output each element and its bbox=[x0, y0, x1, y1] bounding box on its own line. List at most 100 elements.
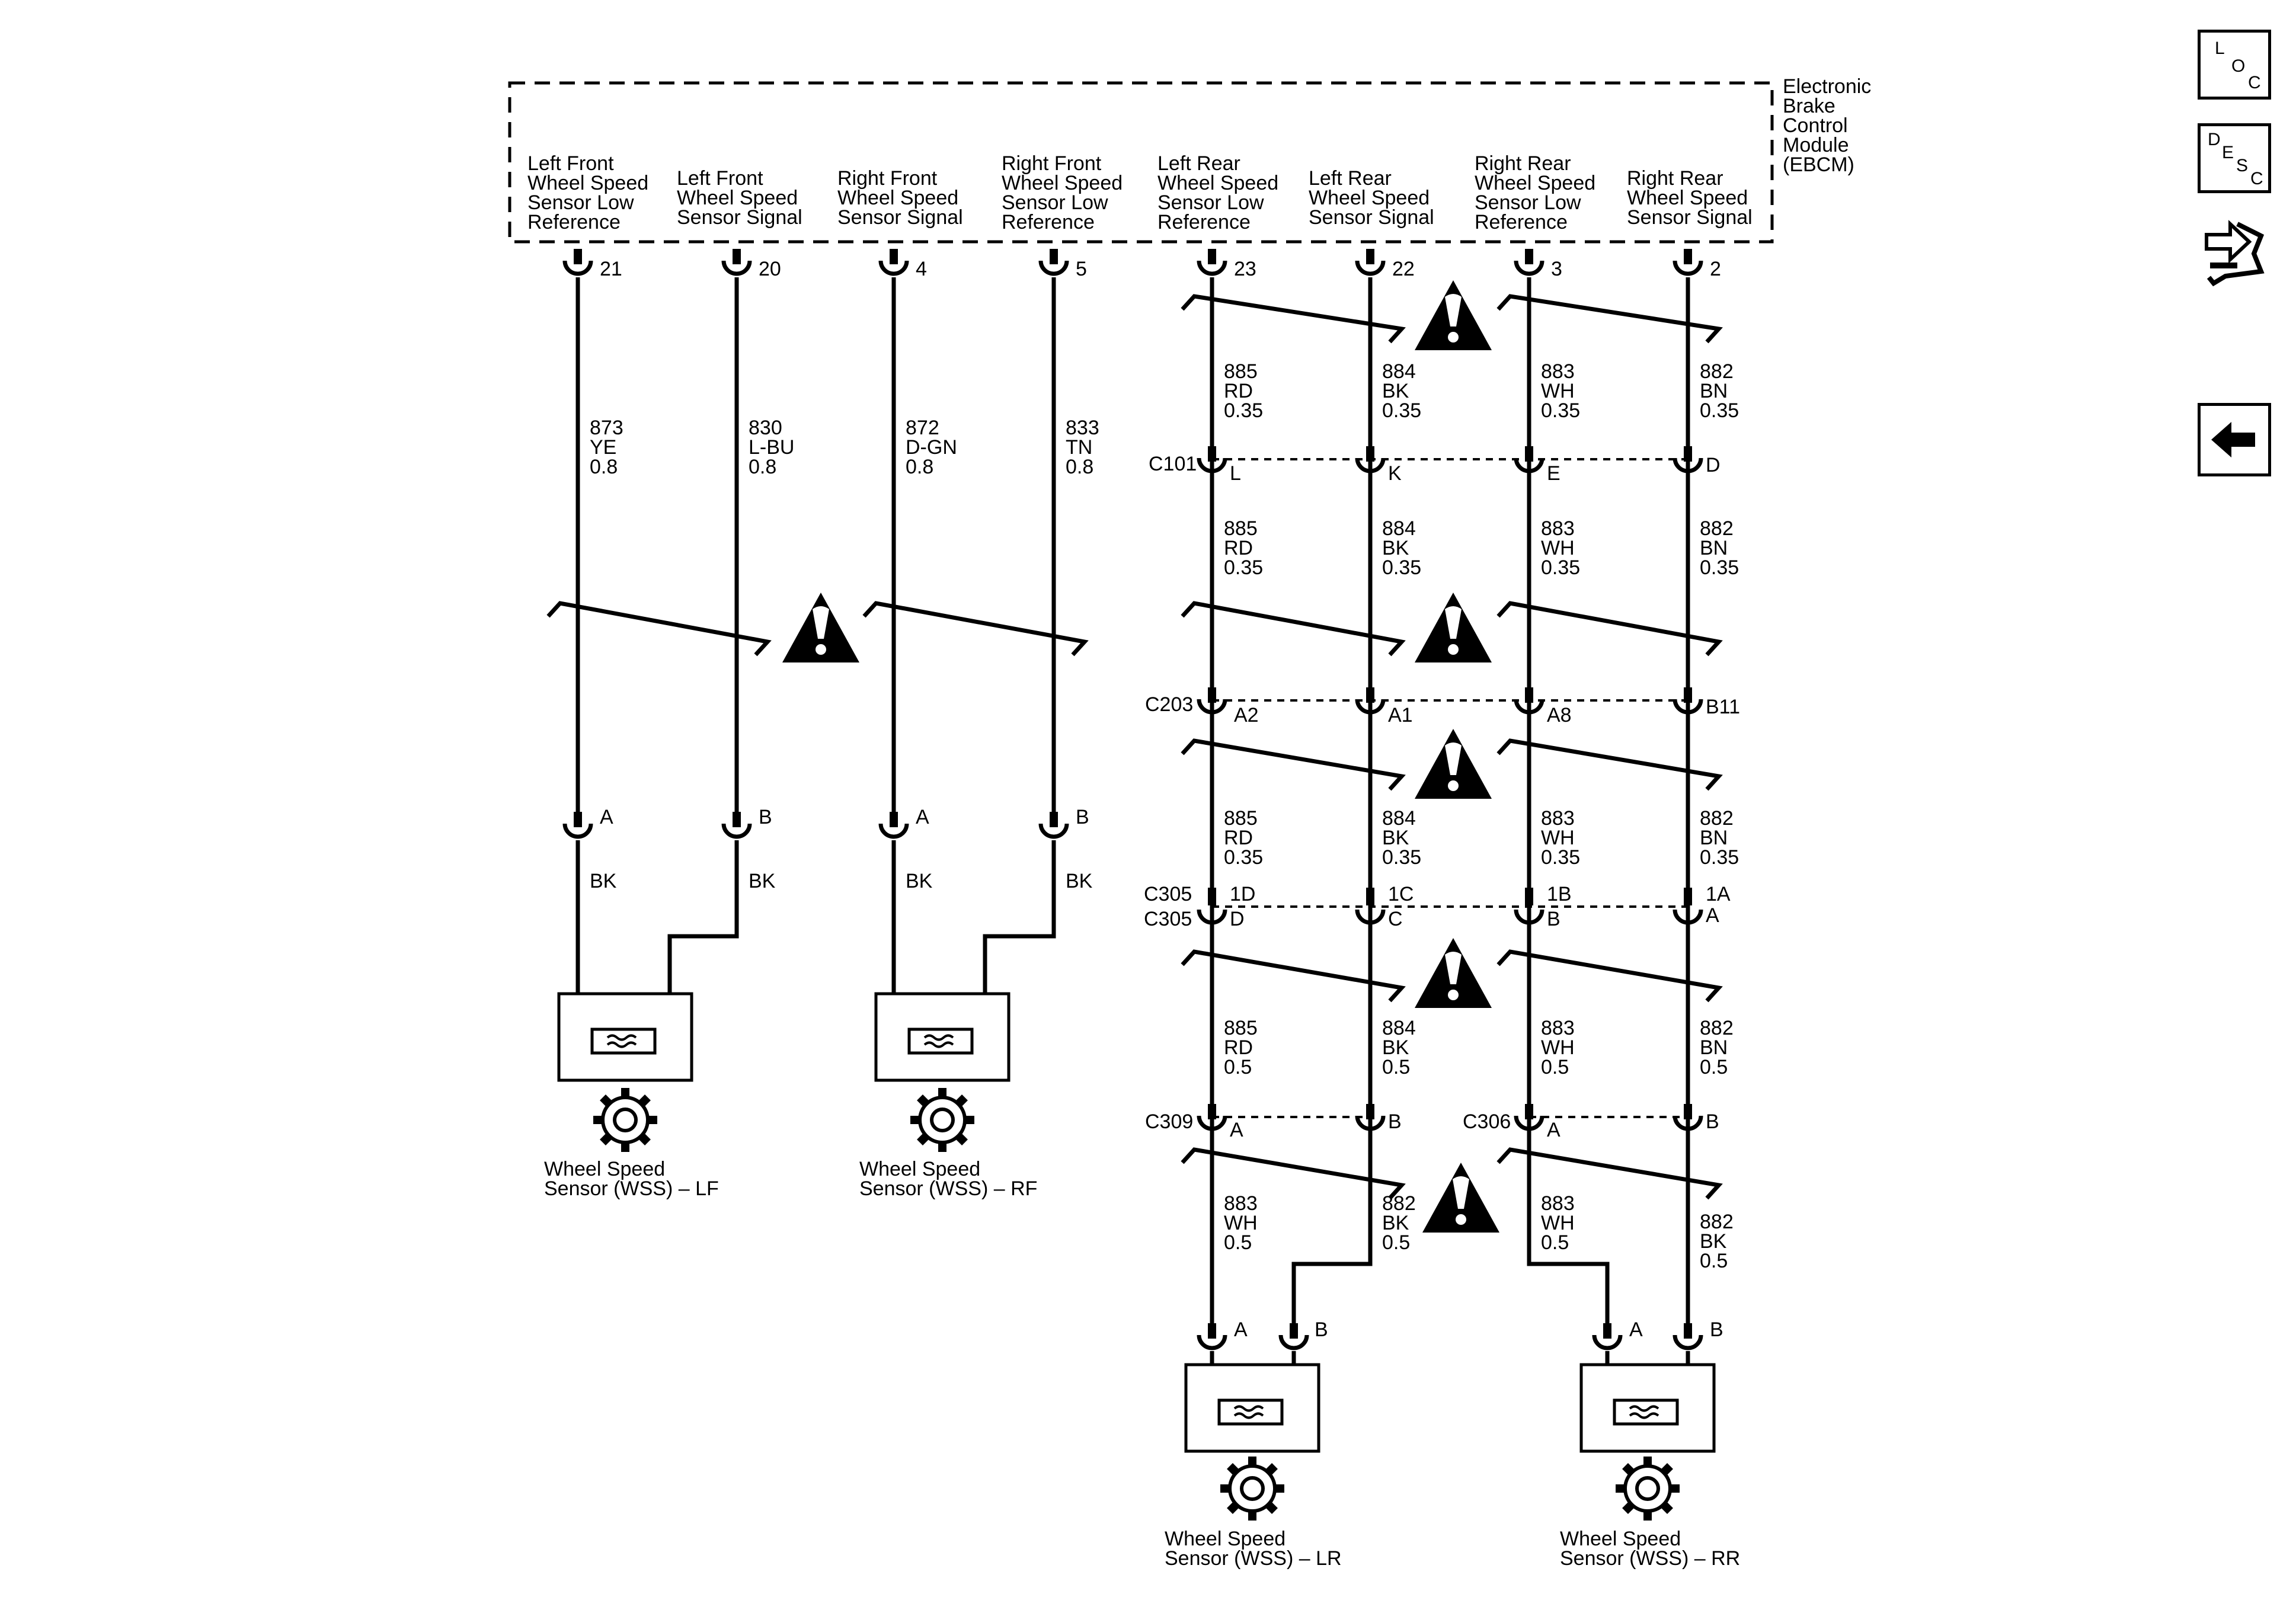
ebcm-pin-label-lf-low-ref: Left Front Wheel Speed Sensor Low Refere… bbox=[527, 152, 654, 233]
connector-pin: A8 bbox=[1547, 704, 1572, 726]
warning-icon bbox=[782, 593, 859, 662]
sensor-pin: B bbox=[759, 806, 772, 828]
connector-pin: D bbox=[1230, 908, 1245, 930]
ebcm-pin-label-rf-low-ref: Right Front Wheel Speed Sensor Low Refer… bbox=[1002, 152, 1128, 233]
connector-pin: A2 bbox=[1234, 704, 1259, 726]
connector-pin: A bbox=[1547, 1119, 1560, 1141]
warning-icon bbox=[1415, 593, 1492, 662]
circuit-label: 833 TN 0.8 bbox=[1066, 417, 1105, 478]
desc-label-c: C bbox=[2250, 169, 2263, 188]
sensor-body-rr bbox=[1581, 1365, 1714, 1451]
pigtail-color: BK bbox=[906, 870, 933, 892]
desc-label-e: E bbox=[2222, 143, 2234, 162]
back-button[interactable] bbox=[2198, 403, 2271, 476]
connector-pin: B bbox=[1706, 1110, 1719, 1133]
ebcm-pin-label-rr-signal: Right Rear Wheel Speed Sensor Signal bbox=[1627, 167, 1754, 229]
connector-name: C305 bbox=[1144, 908, 1192, 930]
warning-icon bbox=[1415, 729, 1492, 799]
sensor-pin: B bbox=[1315, 1318, 1328, 1341]
loc-label-l: L bbox=[2215, 39, 2225, 58]
pigtail-color: BK bbox=[590, 870, 617, 892]
connector-pin: E bbox=[1547, 462, 1560, 485]
connector-name: C309 bbox=[1145, 1110, 1193, 1133]
connector-pin: B bbox=[1547, 908, 1560, 930]
ebcm-pin-label-lf-signal: Left Front Wheel Speed Sensor Signal bbox=[677, 167, 804, 229]
gear-icon bbox=[1220, 1457, 1284, 1521]
circuit-label: 873 YE 0.8 bbox=[590, 417, 629, 478]
rear-wires bbox=[1181, 277, 1723, 1333]
ebcm-pin-number: 22 bbox=[1392, 258, 1415, 280]
front-wires bbox=[546, 277, 1089, 822]
connector-name: C306 bbox=[1463, 1110, 1511, 1133]
pigtail-color: BK bbox=[749, 870, 776, 892]
connector-pin: 1B bbox=[1547, 883, 1572, 905]
connector-pin: A1 bbox=[1388, 704, 1413, 726]
connector-pin: K bbox=[1388, 462, 1402, 485]
desc-button[interactable]: D E S C bbox=[2198, 123, 2271, 193]
connector-pin: D bbox=[1706, 454, 1721, 476]
connector-pin: C bbox=[1388, 908, 1403, 930]
loc-button[interactable]: L O C bbox=[2198, 30, 2271, 100]
sensor-body-rf bbox=[876, 994, 1009, 1080]
gear-icon bbox=[1616, 1457, 1680, 1521]
warning-icon bbox=[1415, 280, 1492, 350]
desc-label-s: S bbox=[2236, 156, 2249, 175]
connector-end-view-icon[interactable] bbox=[2202, 212, 2267, 295]
sensor-label-rr: Wheel Speed Sensor (WSS) – RR bbox=[1560, 1528, 1740, 1570]
connector-pin: 1D bbox=[1230, 883, 1255, 905]
sensor-pin: B bbox=[1710, 1318, 1723, 1341]
loc-label-c: C bbox=[2248, 73, 2261, 92]
back-arrow-icon bbox=[2211, 422, 2255, 457]
sensor-pin: A bbox=[1629, 1318, 1643, 1341]
sensor-label-rf: Wheel Speed Sensor (WSS) – RF bbox=[859, 1158, 1037, 1200]
ebcm-pin-number: 3 bbox=[1551, 258, 1562, 280]
connector-pin: 1C bbox=[1388, 883, 1414, 905]
warning-icon bbox=[1415, 938, 1492, 1008]
front-sensor-connectors bbox=[565, 812, 1067, 837]
ebcm-pin-number: 21 bbox=[600, 258, 622, 280]
warning-icon bbox=[1422, 1163, 1499, 1233]
sensor-label-lr: Wheel Speed Sensor (WSS) – LR bbox=[1165, 1528, 1342, 1570]
circuit-label: 830 L-BU 0.8 bbox=[749, 417, 800, 478]
connector-pin: B bbox=[1388, 1110, 1402, 1133]
sensor-body-lf bbox=[559, 994, 692, 1080]
sensor-pin: A bbox=[1234, 1318, 1248, 1341]
ebcm-pin-connectors bbox=[565, 249, 1701, 274]
connector-pin: 1A bbox=[1706, 883, 1731, 905]
sensor-pin: A bbox=[600, 806, 613, 828]
circuit-label: 872 D-GN 0.8 bbox=[906, 417, 962, 478]
gear-icon bbox=[910, 1088, 974, 1152]
pigtail-color: BK bbox=[1066, 870, 1093, 892]
connector-c305-upper bbox=[1208, 888, 1692, 905]
ebcm-title: Electronic Brake Control Module (EBCM) bbox=[1783, 75, 1877, 176]
connector-c305-lower bbox=[1197, 909, 1703, 925]
connector-pin: B11 bbox=[1706, 696, 1740, 718]
ebcm-pin-label-lr-low-ref: Left Rear Wheel Speed Sensor Low Referen… bbox=[1157, 152, 1284, 233]
connector-name: C101 bbox=[1149, 453, 1197, 475]
connector-name: C203 bbox=[1145, 693, 1193, 716]
ebcm-pin-label-rf-signal: Right Front Wheel Speed Sensor Signal bbox=[837, 167, 964, 229]
ebcm-pin-number: 5 bbox=[1076, 258, 1087, 280]
sensor-pin: A bbox=[916, 806, 929, 828]
sensor-body-lr bbox=[1186, 1365, 1319, 1451]
ebcm-pin-number: 2 bbox=[1710, 258, 1721, 280]
